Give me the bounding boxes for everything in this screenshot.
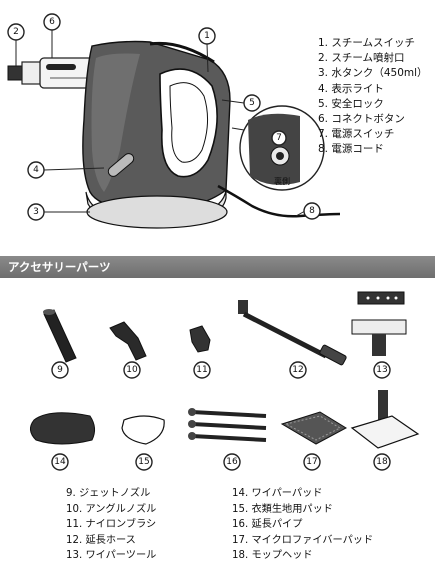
power-cord xyxy=(217,184,341,218)
callout-4: 4 xyxy=(27,161,45,179)
microfiber-pad-illustration xyxy=(280,411,348,445)
steam-nozzle xyxy=(7,57,101,89)
callout-12: 12 xyxy=(289,361,307,379)
mop-head-illustration xyxy=(350,390,420,449)
callout-13: 13 xyxy=(373,361,391,379)
fabric-pad-illustration xyxy=(121,415,165,445)
accessory-item: 10. アングルノズル xyxy=(66,503,157,515)
svg-text:11: 11 xyxy=(196,365,207,375)
wiper-tool-illustration xyxy=(351,291,407,356)
callout-2: 2 xyxy=(7,23,25,41)
accessory-list-left: 9. ジェットノズル 10. アングルノズル 11. ナイロンブラシ 12. 延… xyxy=(66,486,156,564)
callout-6: 6 xyxy=(43,13,61,31)
accessories-header: アクセサリーパーツ xyxy=(0,256,435,278)
part-item: 6. コネクトボタン xyxy=(318,112,405,125)
svg-text:7: 7 xyxy=(276,133,282,143)
callout-9: 9 xyxy=(51,361,69,379)
svg-text:1: 1 xyxy=(204,31,210,41)
accessory-item: 12. 延長ホース xyxy=(66,534,136,546)
svg-text:3: 3 xyxy=(33,207,39,217)
callout-7: 7 xyxy=(271,130,287,146)
part-item: 4. 表示ライト xyxy=(318,82,384,95)
svg-text:13: 13 xyxy=(376,365,387,375)
accessory-item: 11. ナイロンブラシ xyxy=(66,519,157,531)
callout-18: 18 xyxy=(373,453,391,471)
callout-16: 16 xyxy=(223,453,241,471)
svg-text:4: 4 xyxy=(33,165,39,175)
callout-14: 14 xyxy=(51,453,69,471)
callout-17: 17 xyxy=(303,453,321,471)
svg-text:2: 2 xyxy=(13,27,19,37)
extension-hose-illustration xyxy=(238,300,347,366)
angle-nozzle-illustration xyxy=(109,321,147,361)
accessory-item: 13. ワイパーツール xyxy=(66,550,157,562)
part-item: 5. 安全ロック xyxy=(318,97,384,110)
accessory-list-right: 14. ワイパーパッド 15. 衣類生地用パッド 16. 延長パイプ 17. マ… xyxy=(232,486,373,564)
callout-10: 10 xyxy=(123,361,141,379)
svg-text:9: 9 xyxy=(57,365,63,375)
svg-text:12: 12 xyxy=(292,365,303,375)
callout-11: 11 xyxy=(193,361,211,379)
back-side-detail: 裏側 xyxy=(231,105,325,191)
part-item: 3. 水タンク（450ml） xyxy=(318,67,428,80)
steamer-body xyxy=(82,40,231,229)
accessory-item: 16. 延長パイプ xyxy=(232,519,303,531)
jet-nozzle-illustration xyxy=(43,309,77,363)
svg-text:6: 6 xyxy=(49,17,55,27)
back-side-label: 裏側 xyxy=(274,176,290,186)
svg-text:15: 15 xyxy=(138,457,149,467)
part-item: 8. 電源コード xyxy=(318,143,384,156)
wiper-pad-illustration xyxy=(30,412,96,445)
svg-text:8: 8 xyxy=(309,206,315,216)
callout-3: 3 xyxy=(27,203,45,221)
nylon-brush-illustration xyxy=(189,325,211,353)
accessory-item: 9. ジェットノズル xyxy=(66,488,151,499)
callout-15: 15 xyxy=(135,453,153,471)
svg-text:10: 10 xyxy=(126,365,138,375)
svg-text:18: 18 xyxy=(376,457,388,467)
callout-1: 1 xyxy=(198,27,216,45)
main-parts-list: 1. スチームスイッチ 2. スチーム噴射口 3. 水タンク（450ml） 4.… xyxy=(318,36,428,158)
callout-8: 8 xyxy=(303,202,321,220)
steamer-diagram: 裏側 2 6 1 5 7 4 3 8 xyxy=(7,13,341,229)
extension-pipe-illustration xyxy=(188,408,267,442)
svg-text:17: 17 xyxy=(306,457,317,467)
accessory-item: 18. モップヘッド xyxy=(232,550,313,562)
callout-5: 5 xyxy=(243,94,261,112)
svg-text:5: 5 xyxy=(249,98,255,108)
accessories-diagram: 9 10 11 12 13 14 15 16 17 18 xyxy=(30,291,420,471)
part-item: 1. スチームスイッチ xyxy=(318,37,416,49)
accessory-item: 14. ワイパーパッド xyxy=(232,488,323,499)
part-item: 7. 電源スイッチ xyxy=(318,128,395,141)
part-item: 2. スチーム噴射口 xyxy=(318,52,405,65)
svg-text:14: 14 xyxy=(54,457,66,467)
svg-text:16: 16 xyxy=(226,457,238,467)
accessory-item: 17. マイクロファイバーパッド xyxy=(232,534,374,546)
accessory-item: 15. 衣類生地用パッド xyxy=(232,503,333,515)
